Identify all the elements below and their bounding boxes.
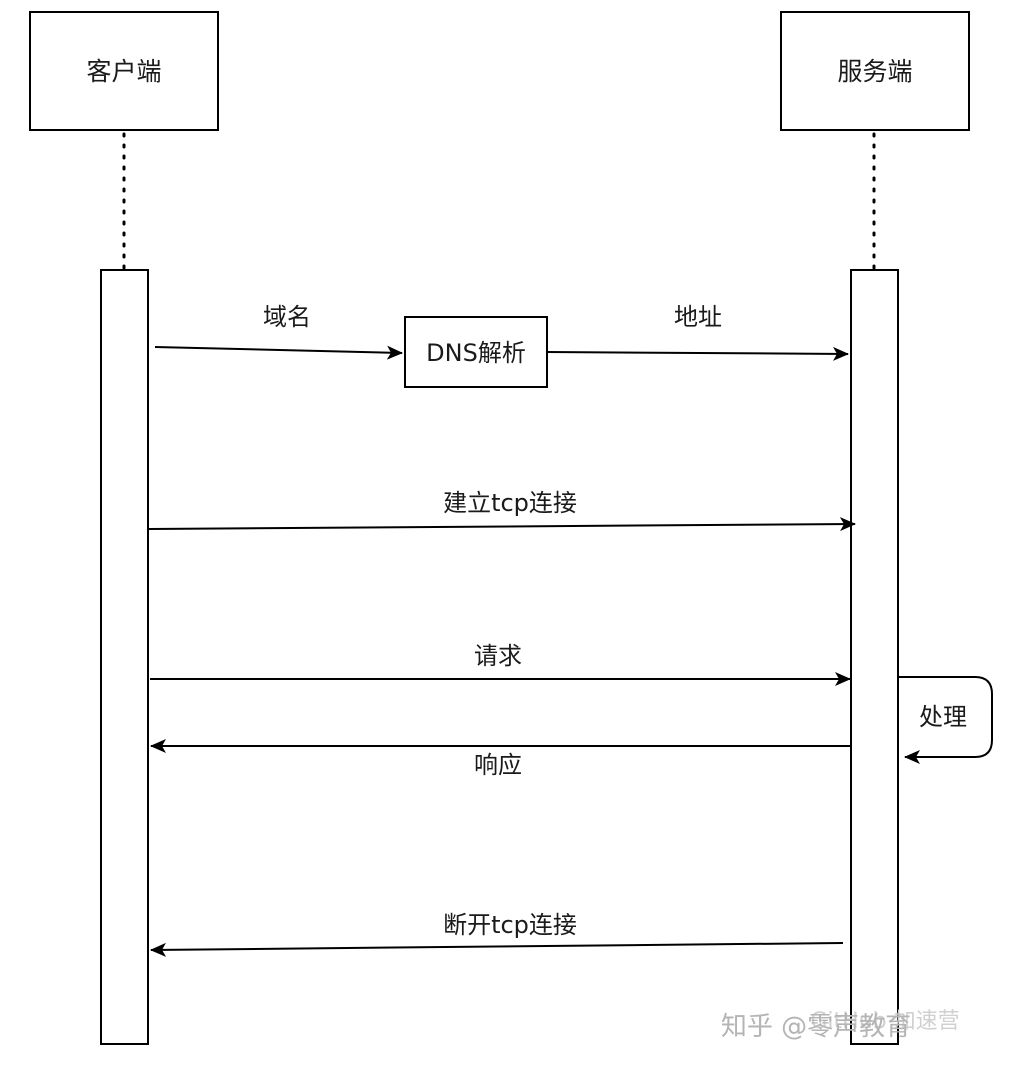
server-actor-box — [780, 11, 970, 131]
client-actor-label: 客户端 — [86, 57, 161, 86]
process-label: 处理 — [919, 703, 967, 731]
dns-resolve-label: DNS解析 — [426, 339, 526, 367]
response-label: 响应 — [474, 751, 522, 779]
server-activation-bar — [850, 269, 899, 1045]
server-actor-label: 服务端 — [837, 57, 912, 86]
client-activation-bar — [100, 269, 149, 1045]
address-arrow — [546, 346, 849, 361]
domain-label: 域名 — [263, 303, 311, 331]
tcp-disconnect-label: 断开tcp连接 — [443, 911, 577, 939]
address-label: 地址 — [674, 303, 722, 331]
watermark-overlay: GitHub 加速营 — [810, 1009, 959, 1034]
tcp-disconnect-arrow — [150, 942, 844, 957]
tcp-connect-arrow — [148, 517, 856, 532]
process-self-loop — [898, 676, 993, 764]
domain-arrow — [154, 345, 403, 360]
client-actor-box — [29, 11, 219, 131]
watermark-text: 知乎 @零声教育 — [721, 1012, 911, 1042]
dns-resolve-box — [404, 316, 548, 388]
tcp-connect-label: 建立tcp连接 — [443, 489, 577, 517]
request-label: 请求 — [474, 642, 522, 670]
